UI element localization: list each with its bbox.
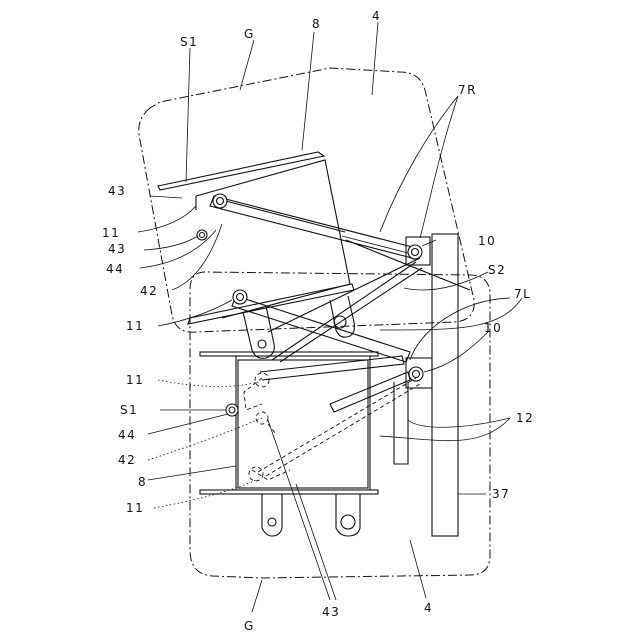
label-S1-top: S1 xyxy=(180,35,198,49)
label-10-b: 10 xyxy=(484,321,502,335)
pivot-11-mid xyxy=(233,290,247,304)
label-11-a: 11 xyxy=(102,226,120,240)
label-11-b: 11 xyxy=(126,319,144,333)
rail-10-upper xyxy=(406,237,430,265)
upper-link-7R xyxy=(210,196,416,362)
label-10-a: 10 xyxy=(478,234,496,248)
label-8-bottom: 8 xyxy=(138,475,147,489)
label-43-bottom: 43 xyxy=(322,605,340,619)
label-G-top: G xyxy=(244,27,255,41)
lower-seat-frame-8 xyxy=(200,352,378,536)
diag-link-b xyxy=(346,240,470,290)
label-7L: 7L xyxy=(514,287,531,301)
label-8-top: 8 xyxy=(312,17,321,31)
label-S1-bottom: S1 xyxy=(120,403,138,417)
diag-link-a xyxy=(268,258,420,332)
label-42-a: 42 xyxy=(140,284,158,298)
rail-10-lower xyxy=(406,358,432,388)
label-11-c: 11 xyxy=(126,373,144,387)
label-12: 12 xyxy=(516,411,534,425)
label-37: 37 xyxy=(492,487,510,501)
label-G-bottom: G xyxy=(244,619,255,633)
rail-12 xyxy=(394,382,408,464)
label-42-b: 42 xyxy=(118,453,136,467)
label-43-a: 43 xyxy=(108,184,126,198)
label-4-top: 4 xyxy=(372,9,381,23)
label-S2: S2 xyxy=(488,263,506,277)
label-7R: 7R xyxy=(458,83,477,97)
pivot-11-upper xyxy=(213,194,227,208)
label-44-b: 44 xyxy=(118,428,136,442)
label-11-d: 11 xyxy=(126,501,144,515)
label-44-a: 44 xyxy=(106,262,124,276)
pivot-44-upper xyxy=(197,230,207,240)
bracket-37 xyxy=(432,234,458,536)
label-4-bottom: 4 xyxy=(424,601,433,615)
lower-seat-outline xyxy=(190,272,490,578)
label-43-b: 43 xyxy=(108,242,126,256)
lower-link-7L xyxy=(260,262,422,412)
